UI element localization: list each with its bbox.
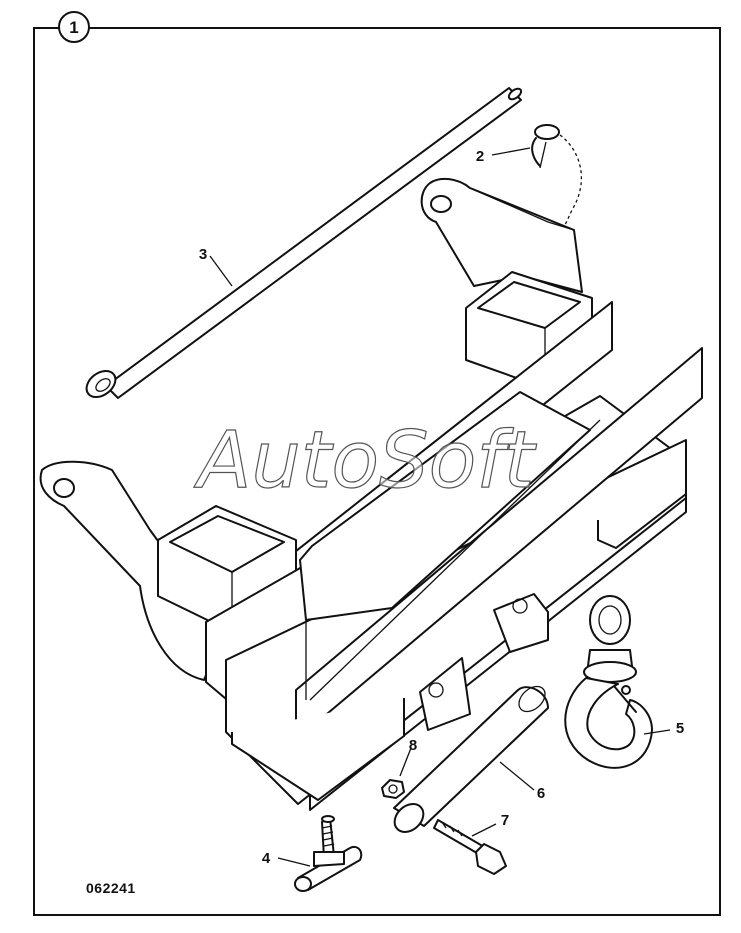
- figure-number: 1: [69, 18, 78, 37]
- callout-5: 5: [676, 720, 684, 737]
- leader-2: [491, 147, 531, 156]
- callout-6: 6: [537, 785, 545, 802]
- callout-2: 2: [476, 148, 484, 165]
- watermark: AutoSoft: [193, 416, 537, 506]
- main-beam: [205, 347, 703, 811]
- callout-4: 4: [262, 850, 271, 867]
- part-8-nut: [381, 779, 405, 799]
- leader-4: [277, 857, 311, 867]
- part-5-swivel-hook: [564, 595, 653, 769]
- left-mounting-lug: [39, 460, 217, 681]
- part-7-bolt: [433, 819, 507, 875]
- part-4-tee-bolt: [294, 815, 363, 892]
- part-6-pin: [393, 685, 549, 833]
- figure-number-badge: 1: [58, 11, 90, 43]
- figure-code: 062241: [86, 880, 136, 896]
- leader-3: [209, 255, 233, 287]
- leader-5: [643, 729, 671, 735]
- leader-7: [471, 823, 497, 837]
- leader-6: [499, 761, 535, 791]
- callout-3: 3: [199, 246, 207, 263]
- callout-7: 7: [501, 812, 509, 829]
- diagram-frame: [33, 27, 721, 916]
- right-mounting-lug: [420, 177, 583, 293]
- leader-8: [399, 747, 412, 777]
- part-3-pin: [85, 87, 523, 399]
- callout-8: 8: [409, 737, 417, 754]
